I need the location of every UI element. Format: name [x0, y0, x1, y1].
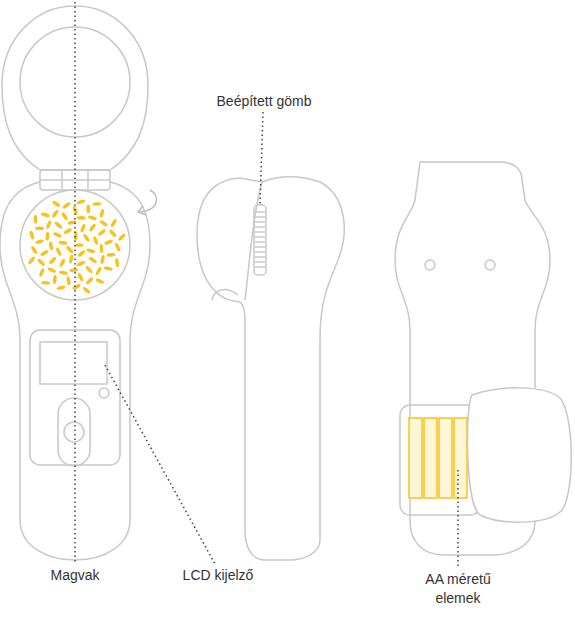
part-label: AA méretű elemek: [411, 570, 505, 608]
leader-lines: [75, 2, 458, 568]
side-view: [197, 177, 344, 560]
part-label: Beépített gömb: [215, 92, 314, 111]
part-label: LCD kijelző: [181, 566, 256, 585]
front-view: [0, 6, 157, 560]
back-view: [395, 162, 571, 555]
part-label: Magvak: [48, 566, 101, 585]
